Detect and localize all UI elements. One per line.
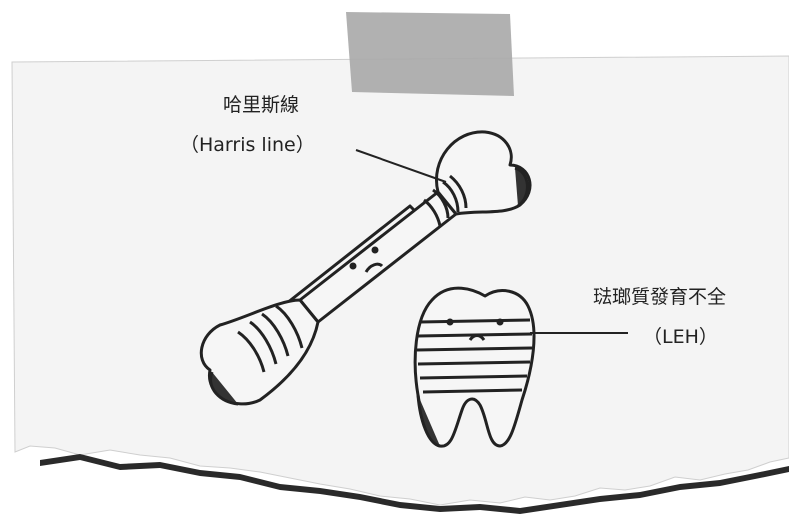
leh-label: 琺瑯質發育不全	[593, 288, 726, 307]
tape	[346, 12, 514, 96]
harris-line-label: 哈里斯線	[223, 96, 299, 115]
leh-abbr: （LEH）	[643, 328, 718, 347]
torn-paper	[12, 56, 789, 505]
harris-line-abbr: （Harris line）	[180, 136, 315, 155]
